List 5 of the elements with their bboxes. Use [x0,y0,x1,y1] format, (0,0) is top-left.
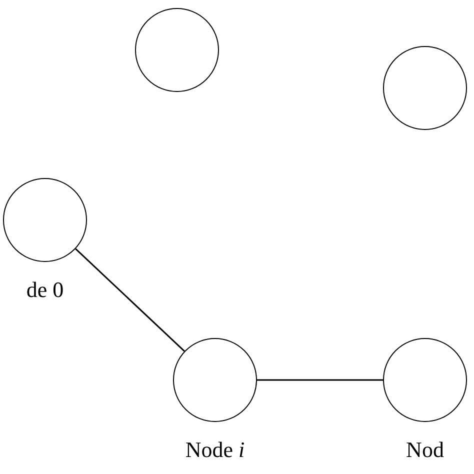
connector-line [75,248,185,352]
node-label: de 0 [26,277,64,303]
connector-line [257,379,383,381]
node-label: Nod [406,437,444,463]
node-label: Node i [185,437,245,463]
